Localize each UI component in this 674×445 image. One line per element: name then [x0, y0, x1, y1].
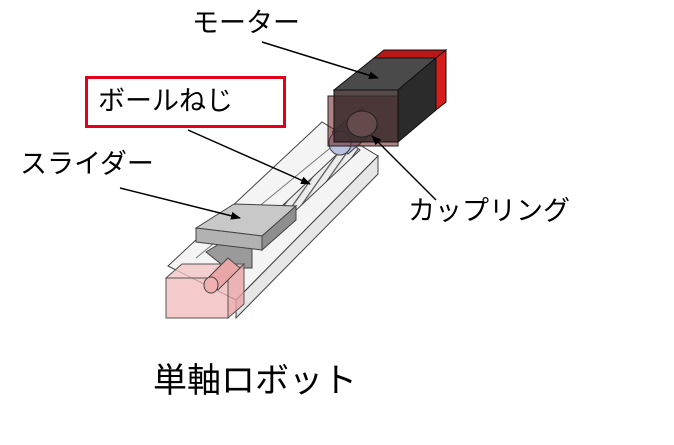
motor-shaft-boss	[346, 110, 378, 138]
leader-arrow-coupling	[371, 135, 437, 201]
diagram-caption: 単軸ロボット	[153, 361, 357, 401]
motor-end-cap-top	[372, 49, 448, 59]
leader-arrow-motor	[261, 41, 379, 80]
shaft-end-cap	[203, 276, 219, 294]
slider-label: スライダー	[20, 149, 154, 180]
slider-right-face	[261, 204, 297, 252]
ball-screw-label: ボールねじ	[98, 86, 233, 117]
leader-arrow-ball-screw	[187, 129, 311, 185]
motor-end-cap-right	[435, 48, 447, 112]
coupling-label: カップリング	[408, 196, 570, 227]
motor-label: モーター	[192, 8, 300, 39]
leader-arrow-slider	[119, 187, 241, 220]
ball-screw-highlight-frame	[85, 76, 286, 128]
